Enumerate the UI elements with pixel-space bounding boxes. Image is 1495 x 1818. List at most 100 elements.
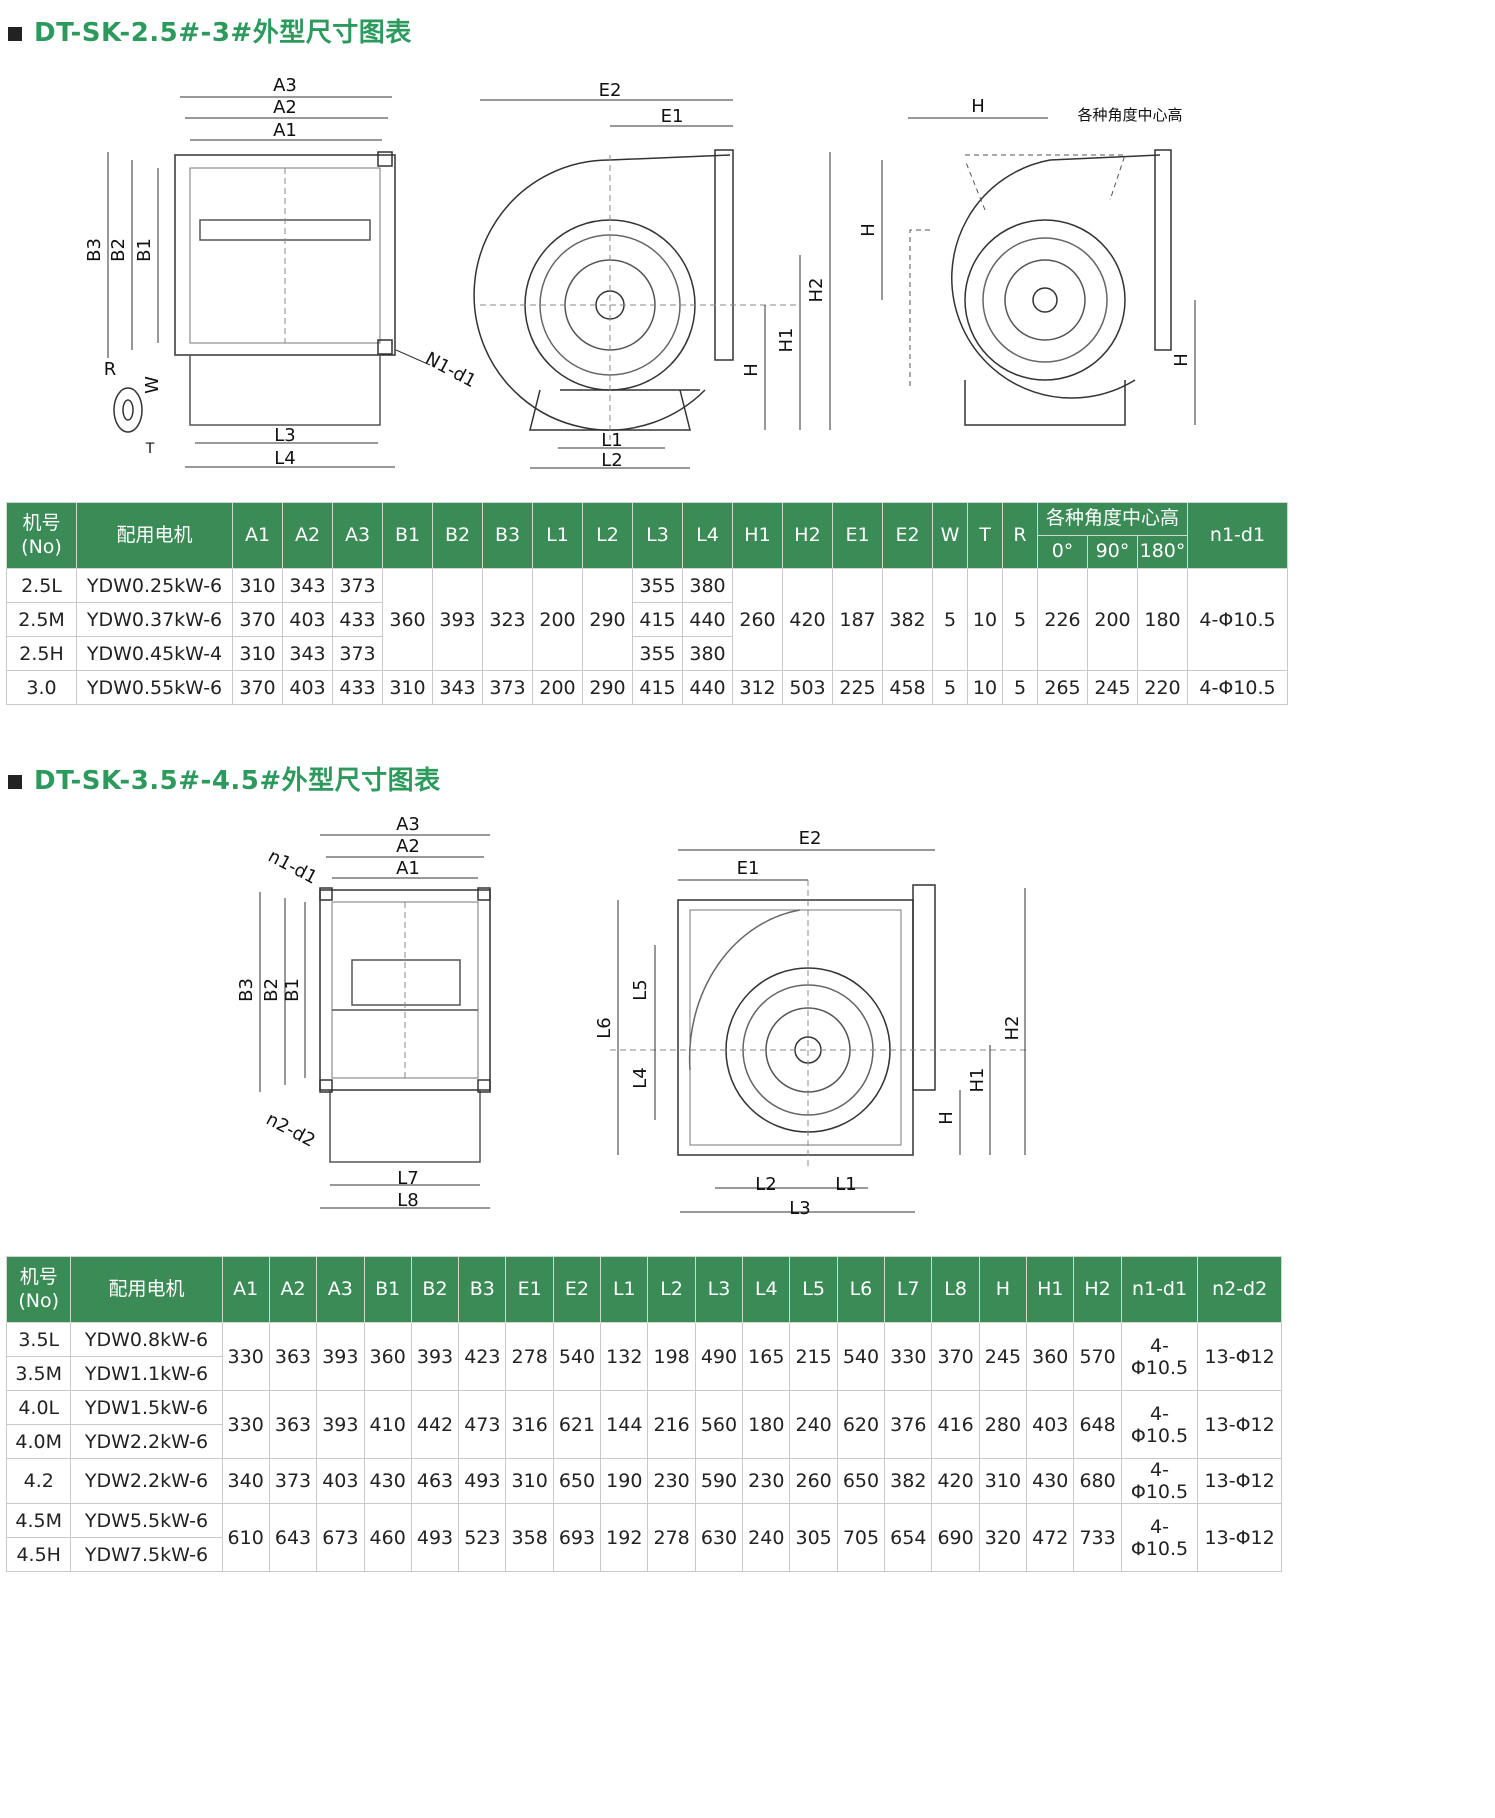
section1-title-text: DT-SK-2.5#-3#外型尺寸图表	[34, 18, 412, 48]
cell-e1: 187	[832, 568, 883, 671]
cell-a2: 343	[282, 636, 333, 671]
title-marker	[8, 774, 22, 789]
cell-angle-90: 200	[1087, 568, 1138, 671]
cell-w: 5	[932, 568, 968, 671]
label-t: T	[145, 441, 155, 457]
cell-n1d1: 4-Φ10.5	[1187, 670, 1288, 705]
cell-l6: 540	[836, 1322, 886, 1391]
cell-l2: 290	[582, 568, 633, 671]
cell-a1: 370	[232, 670, 283, 705]
header-l1: L1	[532, 502, 583, 569]
header-h2: H2	[1073, 1256, 1122, 1323]
label-b3: B3	[84, 238, 105, 262]
header-machine-no: 机号 (No)	[5, 1256, 72, 1323]
section1-drawing: A3 A2 A1 B3 B2 B1 N1-d1 R W T L3 L4 E2 E…	[84, 75, 1196, 471]
cell-a1: 310	[232, 568, 283, 603]
cell-angle-0: 226	[1037, 568, 1088, 671]
cell-e2: 382	[882, 568, 933, 671]
cell-h2: 733	[1073, 1503, 1122, 1572]
cell-no: 3.0	[6, 670, 77, 705]
cell-a1: 340	[221, 1458, 270, 1504]
cell-l4: 440	[682, 670, 733, 705]
label-e1: E1	[737, 858, 760, 879]
header-l2: L2	[582, 502, 633, 569]
cell-no: 2.5H	[6, 636, 77, 671]
cell-l3: 415	[632, 670, 683, 705]
cell-e1: 278	[505, 1322, 554, 1391]
header-a2: A2	[268, 1256, 318, 1323]
header-w: W	[932, 502, 968, 569]
cell-n1d1: 4-Φ10.5	[1187, 568, 1288, 671]
header-b2: B2	[410, 1256, 460, 1323]
cell-b3: 493	[458, 1458, 507, 1504]
header-angle-0: 0°	[1037, 535, 1088, 569]
header-angle-90: 90°	[1087, 535, 1138, 569]
cell-motor: YDW0.55kW-6	[76, 670, 233, 705]
cell-l5: 260	[789, 1458, 838, 1504]
cell-b1: 360	[382, 568, 433, 671]
header-b2: B2	[432, 502, 483, 569]
fan-front-housing	[174, 154, 396, 356]
label-l8: L8	[397, 1190, 418, 1211]
cell-no: 2.5L	[6, 568, 77, 603]
cell-l5: 305	[789, 1503, 838, 1572]
section1-title: DT-SK-2.5#-3#外型尺寸图表	[8, 12, 412, 49]
cell-e1: 316	[505, 1390, 554, 1459]
cell-b3: 323	[482, 568, 533, 671]
cell-a3: 373	[332, 636, 383, 671]
cell-l2: 198	[647, 1322, 696, 1391]
header-l7: L7	[884, 1256, 933, 1323]
header-machine-no: 机号 (No)	[6, 502, 77, 569]
header-h1: H1	[732, 502, 783, 569]
cell-e2: 540	[552, 1322, 602, 1391]
header-n1d1: n1-d1	[1187, 502, 1288, 569]
label-r: R	[104, 359, 117, 380]
cell-l3: 415	[632, 602, 683, 637]
section2-drawing: A3 A2 A1 n1-d1 n2-d2 B3 B2 B1 L7 L8 E2 E…	[236, 814, 1030, 1219]
label-b2: B2	[261, 978, 282, 1002]
cell-h1: 403	[1026, 1390, 1075, 1459]
cell-l1: 190	[600, 1458, 649, 1504]
cell-l2: 290	[582, 670, 633, 705]
scroll-housing-1	[473, 154, 731, 431]
header-l6: L6	[836, 1256, 886, 1323]
header-h1: H1	[1026, 1256, 1075, 1323]
cell-h1: 360	[1026, 1322, 1075, 1391]
label-l3: L3	[274, 425, 295, 446]
cell-h1: 312	[732, 670, 783, 705]
label-l3: L3	[789, 1198, 810, 1219]
header-b3: B3	[482, 502, 533, 569]
cell-b1: 410	[363, 1390, 412, 1459]
cell-e1: 310	[505, 1458, 554, 1504]
header-l8: L8	[931, 1256, 980, 1323]
cell-no: 4.2	[5, 1458, 72, 1504]
section1-spec-table: 机号 (No) 配用电机 A1 A2 A3 B1 B2 B3 L1 L2 L3 …	[6, 502, 1288, 705]
cell-l4: 240	[742, 1503, 791, 1572]
label-l5: L5	[630, 979, 651, 1000]
cell-motor: YDW2.2kW-6	[70, 1458, 223, 1504]
cell-b3: 523	[458, 1503, 507, 1572]
header-b1: B1	[382, 502, 433, 569]
cell-l5: 215	[789, 1322, 838, 1391]
header-a1: A1	[221, 1256, 270, 1323]
cell-h: 280	[978, 1390, 1028, 1459]
cell-h: 245	[978, 1322, 1028, 1391]
label-e2: E2	[799, 828, 822, 849]
cell-l4: 180	[742, 1390, 791, 1459]
cell-l1: 200	[532, 670, 583, 705]
cell-a2: 373	[268, 1458, 318, 1504]
cell-angle-0: 265	[1037, 670, 1088, 705]
cell-h: 310	[978, 1458, 1028, 1504]
cell-l8: 690	[931, 1503, 980, 1572]
cell-motor: YDW1.1kW-6	[70, 1356, 223, 1391]
cell-l2: 216	[647, 1390, 696, 1459]
cell-motor: YDW5.5kW-6	[70, 1503, 223, 1538]
cell-l3: 490	[694, 1322, 744, 1391]
cell-l8: 370	[931, 1322, 980, 1391]
cell-h2: 420	[782, 568, 833, 671]
